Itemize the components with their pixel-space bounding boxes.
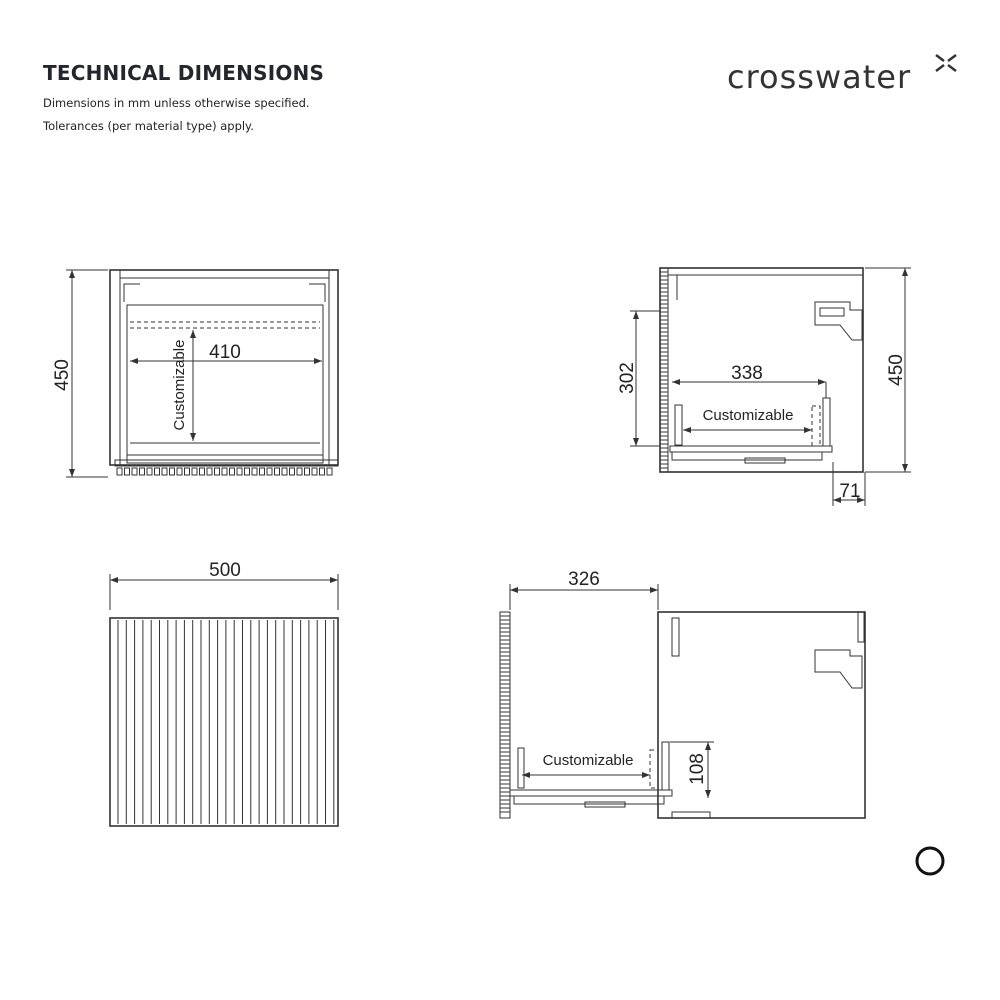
dim-height-front: 450 (52, 359, 73, 391)
customizable-label-side: Customizable (703, 407, 794, 424)
customizable-label-front: Customizable (171, 340, 188, 431)
side-open-view (499, 584, 866, 819)
page-title: TECHNICAL DIMENSIONS (43, 61, 325, 85)
front-section-view (66, 269, 339, 478)
front-view-fluted (109, 574, 339, 827)
brand-logo: crosswater (727, 58, 912, 96)
tolerances-note: Tolerances (per material type) apply. (43, 119, 254, 133)
dim-drawer-height: 302 (617, 362, 638, 394)
circle-marker-icon (915, 846, 945, 876)
side-section-view (630, 267, 911, 506)
dim-drawer-depth: 338 (731, 363, 763, 384)
brand-x-mark (935, 54, 957, 72)
dim-overhang: 71 (839, 481, 860, 502)
dim-extension: 326 (568, 569, 600, 590)
dim-width: 500 (209, 560, 241, 581)
dim-open-drawer-height: 108 (687, 753, 708, 785)
customizable-label-open: Customizable (543, 752, 634, 769)
dim-height-side: 450 (886, 354, 907, 386)
dimensions-note: Dimensions in mm unless otherwise specif… (43, 96, 310, 110)
dim-inner-width: 410 (209, 342, 241, 363)
